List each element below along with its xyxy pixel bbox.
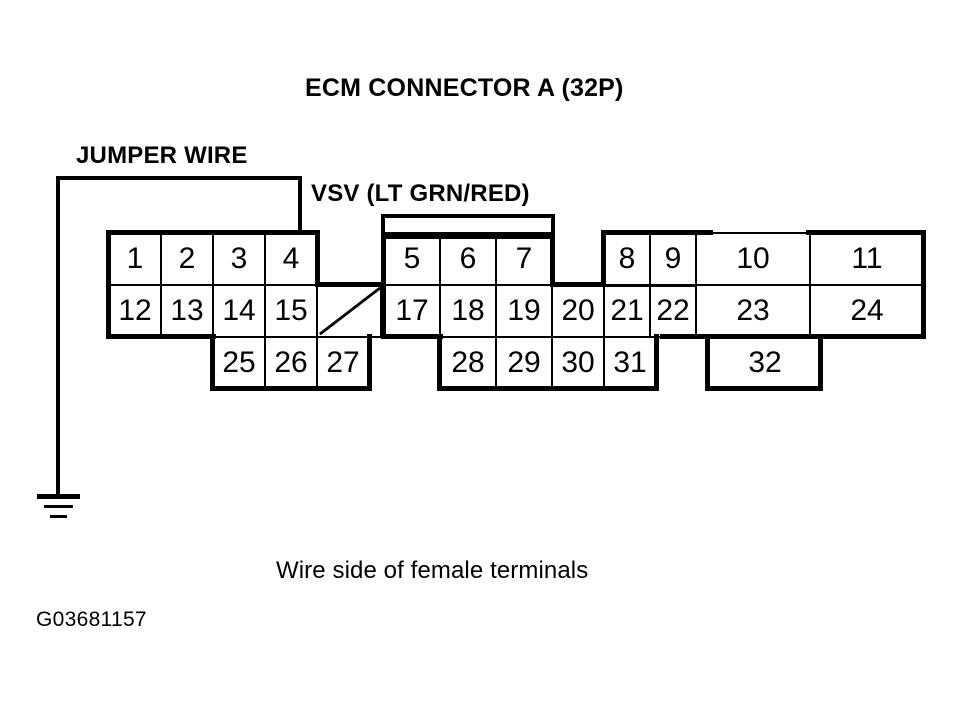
right-block-outline-top	[601, 230, 713, 235]
right-block-row3-left	[705, 334, 710, 390]
right-block-outline-left	[601, 230, 606, 286]
pin-cell-25[interactable]: 25	[212, 336, 266, 390]
pin-cell-21[interactable]: 21	[603, 284, 651, 338]
pin-cell-4[interactable]: 4	[264, 232, 318, 286]
pin-cell-15[interactable]: 15	[264, 284, 318, 338]
left-block-outline-top	[106, 230, 320, 235]
pin-cell-19[interactable]: 19	[495, 284, 553, 338]
pin-cell-5[interactable]: 5	[383, 232, 441, 286]
right-block-row1-top-right	[806, 230, 926, 235]
pin-cell-3[interactable]: 3	[212, 232, 266, 286]
pin-cell-22[interactable]: 22	[649, 284, 697, 338]
pin-cell-17[interactable]: 17	[383, 284, 441, 338]
vsv-bracket-top	[381, 214, 555, 218]
pin-cell-14[interactable]: 14	[212, 284, 266, 338]
left-block-outline-left	[106, 230, 111, 338]
pin-cell-26[interactable]: 26	[264, 336, 318, 390]
left-block-row3-bottom	[210, 386, 372, 391]
pin-cell-8[interactable]: 8	[603, 232, 651, 286]
pin-cell-12[interactable]: 12	[108, 284, 162, 338]
pin-cell-9[interactable]: 9	[649, 232, 697, 286]
left-block-row3-right	[367, 334, 372, 390]
right-block-row2-bottom	[660, 334, 926, 339]
pin-cell-24[interactable]: 24	[809, 284, 925, 338]
left-block-step-right	[315, 282, 385, 287]
pin-cell-27[interactable]: 27	[316, 336, 370, 390]
left-block-outline-bottom	[106, 334, 216, 339]
middle-block-row1-right	[550, 234, 555, 286]
jumper-wire-ground-segment	[56, 176, 60, 498]
pin-cell-1[interactable]: 1	[108, 232, 162, 286]
page-title: ECM CONNECTOR A (32P)	[305, 74, 624, 102]
pin-cell-28[interactable]: 28	[439, 336, 497, 390]
right-block-outline-right	[921, 230, 926, 338]
jumper-wire-top-segment	[56, 176, 302, 180]
pin-cell-32[interactable]: 32	[707, 336, 823, 390]
right-block-row3-bottom	[705, 386, 823, 391]
figure-code: G03681157	[36, 608, 147, 631]
pin-cell-31[interactable]: 31	[603, 336, 657, 390]
middle-block-outline-top	[381, 234, 555, 239]
pin-cell-7[interactable]: 7	[495, 232, 553, 286]
pin-cell-30[interactable]: 30	[551, 336, 605, 390]
pin-cell-23[interactable]: 23	[695, 284, 811, 338]
pin-cell-18[interactable]: 18	[439, 284, 497, 338]
left-block-outline-right	[315, 230, 320, 286]
vsv-label: VSV (LT GRN/RED)	[311, 180, 530, 207]
left-block-row3-left	[210, 334, 215, 390]
middle-block-row3-right	[654, 334, 659, 390]
pin-cell-20[interactable]: 20	[551, 284, 605, 338]
diagonal-slash-icon	[319, 286, 381, 336]
vsv-bracket-left	[381, 214, 385, 236]
pin-cell-13[interactable]: 13	[160, 284, 214, 338]
pin-cell-2[interactable]: 2	[160, 232, 214, 286]
middle-block-row3-bottom	[437, 386, 659, 391]
vsv-bracket-right	[551, 214, 555, 236]
middle-block-row3-left	[437, 334, 442, 390]
middle-block-outline-left	[381, 234, 386, 338]
pin-cell-11[interactable]: 11	[809, 232, 925, 286]
figure-caption: Wire side of female terminals	[276, 557, 589, 584]
right-block-row3-right	[818, 334, 823, 390]
pin-cell-10[interactable]: 10	[695, 232, 811, 286]
jumper-wire-drop-segment	[298, 176, 302, 234]
pin-cell-6[interactable]: 6	[439, 232, 497, 286]
middle-block-row2-bottom-left	[381, 334, 443, 339]
pin-cell-29[interactable]: 29	[495, 336, 553, 390]
jumper-wire-label: JUMPER WIRE	[76, 142, 248, 169]
unused-cavity-16	[316, 284, 384, 338]
